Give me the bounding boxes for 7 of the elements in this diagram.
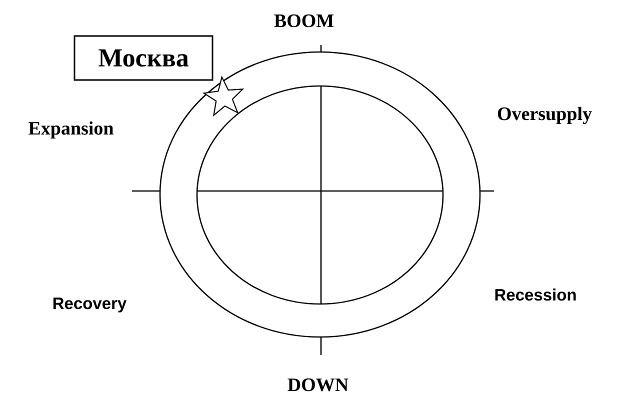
phase-label: BOOM bbox=[274, 14, 334, 28]
phase-label: Oversupply bbox=[498, 106, 592, 124]
phase-label: DOWN bbox=[288, 378, 348, 392]
phase-label: Expansion bbox=[28, 121, 114, 139]
phase-label: Recession bbox=[495, 288, 576, 301]
phase-label: Recovery bbox=[53, 298, 127, 312]
city-box: Москва bbox=[74, 35, 214, 81]
